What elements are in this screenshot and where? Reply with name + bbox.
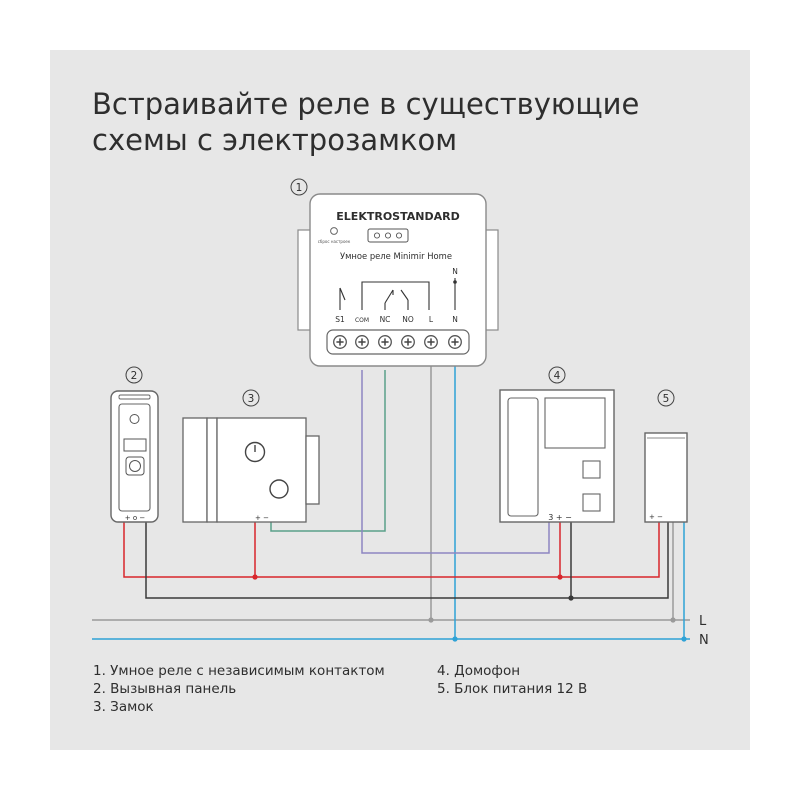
device-intercom: 3 + − <box>499 389 615 523</box>
terminal-label-no: NO <box>402 315 414 324</box>
relay-terminal-labels: S1 COM NC NO L N <box>335 315 458 324</box>
relay-reset-label: сброс настроек <box>318 239 351 244</box>
title-line-2: схемы с электрозамком <box>92 123 458 157</box>
camera-icon <box>129 414 140 424</box>
wire-positive-red <box>123 522 660 578</box>
terminal-label-nc: NC <box>380 315 391 324</box>
diagram-background <box>50 50 750 750</box>
number-markers: 1 2 3 4 5 <box>125 178 675 407</box>
lock-terminals: + − <box>255 514 269 522</box>
relay-n-top: N <box>452 267 458 276</box>
legend-item: 4. Домофон <box>437 663 521 679</box>
intercom-terminals: 3 + − <box>548 513 572 522</box>
marker-panel: 2 <box>131 370 138 382</box>
legend-item: 3. Замок <box>93 699 154 715</box>
page-title: Встраивайте реле в существующие схемы с … <box>92 86 639 158</box>
device-relay: ELEKTROSTANDARD сброс настроек Умное рел… <box>297 193 499 367</box>
terminal-label-s1: S1 <box>335 315 345 324</box>
call-button-icon <box>125 456 145 476</box>
n-bus-label: N <box>699 633 709 648</box>
junction-dots <box>252 574 687 642</box>
relay-model: Умное реле Minimir Home <box>340 251 452 261</box>
legend-item: 2. Вызывная панель <box>93 681 237 697</box>
intercom-button-1 <box>582 460 601 479</box>
terminal-label-n: N <box>452 315 458 324</box>
wire-com-lock <box>270 370 386 532</box>
marker-psu: 5 <box>663 393 670 405</box>
panel-terminals: + o − <box>125 514 146 522</box>
psu-terminals: + − <box>649 513 663 521</box>
intercom-button-2 <box>582 493 601 512</box>
device-power-supply: + − <box>644 432 688 523</box>
wire-s1-intercom <box>361 370 550 554</box>
wires <box>123 354 685 639</box>
wire-negative-black <box>145 522 669 599</box>
relay-terminal-block <box>326 329 470 355</box>
lock-cylinder-icon <box>269 479 289 499</box>
legend-left: 1. Умное реле с независимым контактом 2.… <box>93 662 385 716</box>
intercom-screen <box>544 397 606 449</box>
marker-lock: 3 <box>248 393 255 405</box>
marker-intercom: 4 <box>554 370 561 382</box>
legend-item: 5. Блок питания 12 В <box>437 681 588 697</box>
marker-relay: 1 <box>296 182 303 194</box>
title-line-1: Встраивайте реле в существующие <box>92 87 640 121</box>
terminal-label-com: COM <box>355 317 369 324</box>
legend-right: 4. Домофон 5. Блок питания 12 В <box>437 662 587 698</box>
relay-schematic <box>339 278 456 310</box>
device-call-panel: + o − <box>110 390 159 523</box>
lock-knob-icon <box>244 441 266 463</box>
device-lock: + − <box>182 417 320 523</box>
l-bus-label: L <box>699 614 707 629</box>
legend-item: 1. Умное реле с независимым контактом <box>93 663 385 679</box>
relay-brand: ELEKTROSTANDARD <box>336 210 459 223</box>
terminal-label-l: L <box>429 315 434 324</box>
